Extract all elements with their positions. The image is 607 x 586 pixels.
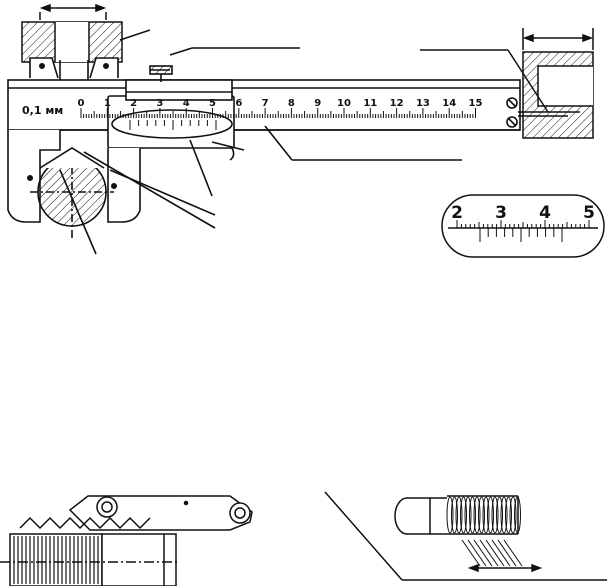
main-scale-label: 7 [262,98,269,109]
main-scale-label: 14 [442,98,456,109]
thread-imprint-line [467,539,487,567]
thread-imprint-line [485,539,505,567]
caliper [7,47,580,255]
screw-top [506,97,518,109]
main-scale-label: 6 [235,98,242,109]
main-scale-label: 13 [416,98,430,109]
zoom-scale-label: 4 [539,203,551,223]
main-scale-label: 5 [209,98,216,109]
main-scale-label: 8 [288,98,295,109]
screw-bottom [506,116,518,128]
main-scale-label: 4 [183,98,190,109]
bolt-thread [487,496,494,534]
bolt-thread [496,496,503,534]
main-scale-label: 9 [314,98,321,109]
main-scale-label: 11 [363,98,377,109]
thread-stripes [13,536,99,584]
bolt-thread [491,496,499,534]
thread-imprint-line [461,539,481,567]
thread-imprint-line [479,539,499,567]
slider-top [125,79,233,101]
bolt-thread [451,496,458,534]
vernier-scale-ticks [129,120,217,130]
bolt-threads [446,496,523,567]
main-scale-label: 12 [390,98,404,109]
thread-imprint-line [473,539,493,567]
thread-gauge-drawing [0,495,253,586]
main-scale-label: 3 [156,98,163,109]
resolution-label: 0,1 мм [22,104,63,117]
bolt-thread [505,496,512,534]
bolt-thread [514,496,521,534]
thread-imprint-line [503,539,523,567]
bolt-thread [469,496,476,534]
bolt-thread [509,496,517,534]
thread-imprint-line [491,539,511,567]
bolt-thread [455,496,463,534]
main-scale-label: 2 [130,98,137,109]
bolt-thread [464,496,472,534]
bolt-thread [446,496,454,534]
vernier-ellipse [111,109,233,139]
zoom-scale-label: 5 [583,203,595,223]
hole-section-top [21,3,151,63]
thread-imprint-line [497,539,517,567]
main-scale-label: 1 [104,98,111,109]
bolt-thread [500,496,508,534]
bolt-thread [478,496,485,534]
outer-jaw-movable [107,148,141,223]
bolt-thread [473,496,481,534]
main-scale-ticks [80,108,476,118]
zoom-scale-labels: 2 3 4 5 [451,203,595,223]
zoom-scale-ticks [456,220,590,242]
slot-section-right [420,28,594,139]
main-scale-label: 0 [78,98,85,109]
bolt-thread [460,496,467,534]
main-scale-label: 10 [337,98,351,109]
locking-screw [149,65,173,75]
thread-imprint-drawing [324,491,607,581]
zoom-scale-label: 2 [451,203,463,223]
bolt-thread [482,496,490,534]
main-scale-label: 15 [469,98,483,109]
zoom-scale-label: 3 [495,203,507,223]
